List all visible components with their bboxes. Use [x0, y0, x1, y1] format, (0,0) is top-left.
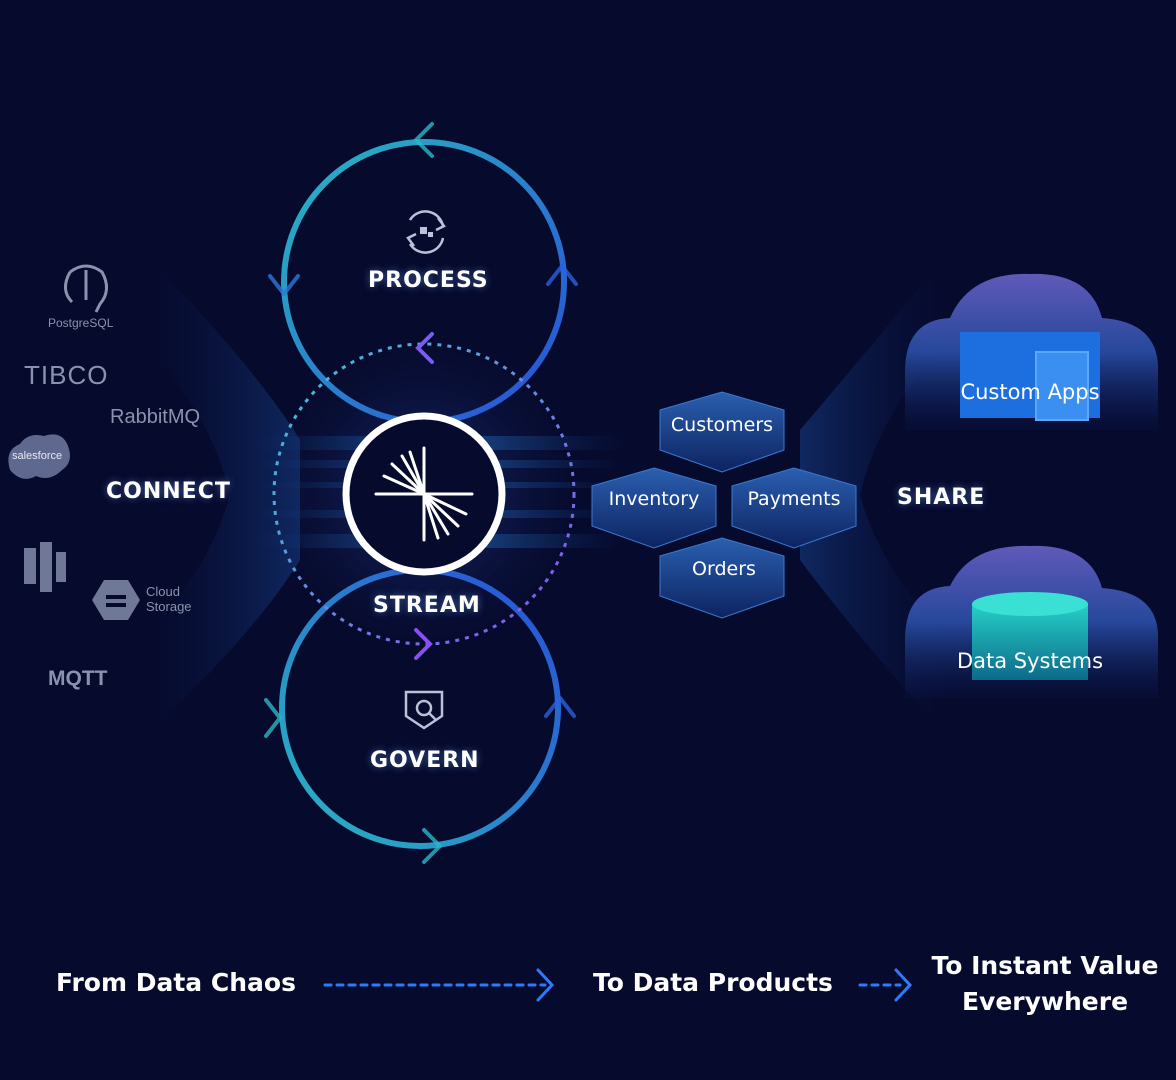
custom-apps-label: Custom Apps — [960, 380, 1100, 404]
aws-kinesis-icon — [24, 542, 66, 592]
tagline-arrows — [323, 968, 913, 1002]
product-payments-label: Payments — [747, 488, 841, 510]
starburst-logo-icon — [374, 446, 474, 542]
cloud-storage-icon — [92, 580, 140, 620]
tagline-step-3-line2: Everywhere — [961, 987, 1129, 1016]
product-cubes — [591, 391, 857, 619]
process-chevron-top — [414, 122, 434, 158]
govern-chevron-bottom — [422, 828, 442, 864]
connect-label: CONNECT — [106, 479, 231, 504]
tagline-step-3-line1: To Instant Value — [931, 951, 1159, 980]
salesforce-logo: salesforce — [12, 450, 63, 462]
cube-inventory — [591, 467, 717, 549]
stream-label: STREAM — [373, 593, 481, 618]
salesforce-cloud-icon — [8, 434, 70, 479]
cube-payments — [731, 467, 857, 549]
postgresql-logo: PostgreSQL — [48, 316, 114, 330]
process-chevron-left — [268, 274, 300, 296]
rabbitmq-logo: RabbitMQ — [110, 406, 201, 428]
product-orders-label: Orders — [692, 558, 756, 580]
stream-dotted-ring — [272, 342, 576, 646]
govern-chevron-right — [544, 696, 576, 718]
cloud-storage-logo-line1: Cloud — [146, 584, 180, 599]
process-label: PROCESS — [368, 268, 489, 293]
refresh-cycle-icon — [406, 210, 446, 254]
stream-chevron-bottom — [414, 628, 433, 660]
database-cylinder-icon — [972, 604, 1088, 680]
process-chevron-right — [546, 264, 578, 286]
share-label: SHARE — [897, 485, 986, 510]
shield-search-icon — [404, 690, 444, 730]
custom-apps-cloud — [905, 273, 1159, 430]
stream-chevron-top — [415, 332, 434, 364]
cube-customers — [659, 391, 785, 473]
tibco-logo: TIBCO — [24, 360, 109, 390]
data-systems-label: Data Systems — [956, 649, 1104, 673]
cloud-storage-logo-line2: Storage — [146, 599, 192, 614]
govern-label: GOVERN — [370, 748, 480, 773]
tagline-step-1: From Data Chaos — [56, 968, 296, 997]
tagline-arrow-2-head — [894, 968, 913, 1002]
mqtt-logo: MQTT — [48, 667, 108, 690]
govern-chevron-left — [264, 698, 282, 738]
connect-fan-glow — [140, 250, 300, 740]
product-customers-label: Customers — [670, 414, 774, 436]
elephant-icon — [64, 264, 108, 313]
tagline-arrow-1-head — [536, 968, 555, 1002]
data-systems-cloud — [905, 545, 1159, 698]
product-inventory-label: Inventory — [608, 488, 700, 510]
cube-orders — [659, 537, 785, 619]
tagline-step-2: To Data Products — [593, 968, 833, 997]
